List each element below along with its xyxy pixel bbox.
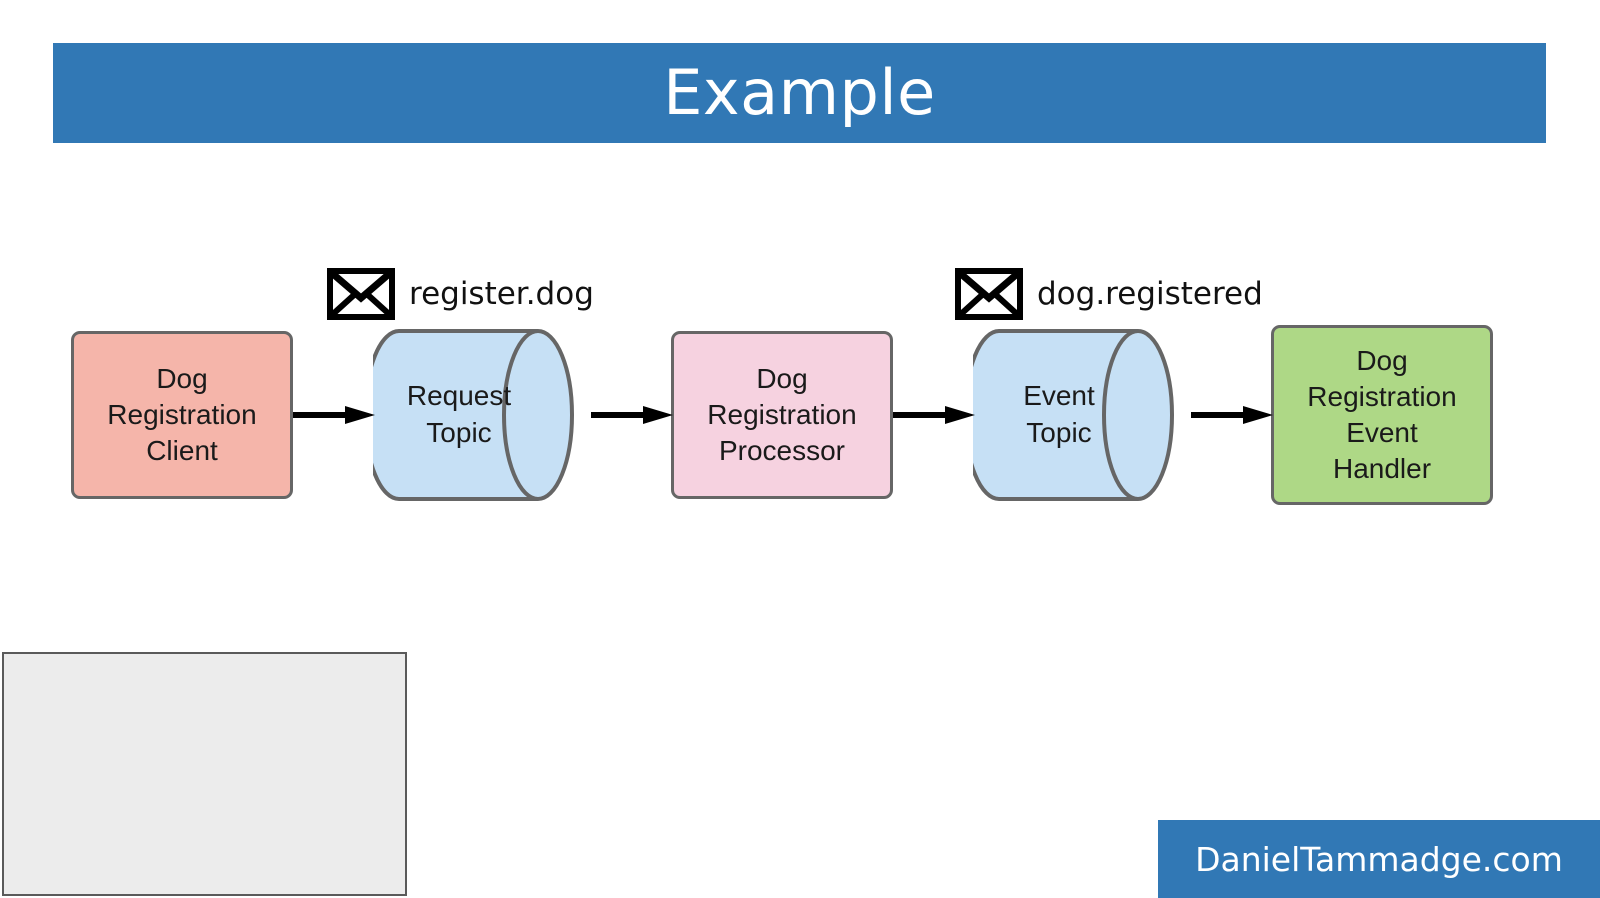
page-title: Example — [663, 56, 936, 129]
node-label-line: Event — [1023, 380, 1095, 412]
diagram-node-event-handler[interactable]: Dog Registration Event Handler — [1271, 325, 1493, 505]
message-dog-registered: dog.registered — [955, 268, 1263, 320]
node-label: Request Topic — [385, 327, 533, 503]
diagram-node-processor[interactable]: Dog Registration Processor — [671, 331, 893, 499]
arrow-processor-to-event-topic — [893, 404, 975, 426]
arrow-event-topic-to-event-handler — [1191, 404, 1273, 426]
arrow-icon — [293, 406, 375, 424]
envelope-icon — [955, 268, 1023, 320]
arrow-icon — [591, 406, 673, 424]
node-label-line: Registration — [107, 399, 257, 431]
node-label-line: Topic — [1026, 417, 1092, 448]
cylinder-shape — [973, 329, 1174, 501]
arrow-request-topic-to-processor — [591, 404, 673, 426]
node-label-line: Registration — [707, 399, 857, 431]
node-label-line: Handler — [1332, 452, 1432, 484]
slide-title-banner: Example — [53, 43, 1546, 143]
arrow-client-to-request-topic — [293, 404, 375, 426]
arrow-icon — [893, 406, 975, 424]
message-label: dog.registered — [1037, 275, 1263, 312]
content-placeholder-box[interactable] — [2, 652, 407, 896]
message-register-dog: register.dog — [327, 268, 594, 320]
node-label-line: Client — [146, 434, 218, 466]
node-label-line: Event — [1346, 417, 1418, 448]
node-label-line: Dog — [156, 363, 208, 395]
footer-brand-label: DanielTammadge.com — [1195, 839, 1563, 879]
diagram-node-client[interactable]: Dog Registration Client — [71, 331, 293, 499]
diagram-node-request-topic[interactable]: Request Topic — [373, 327, 591, 503]
node-label-line: Dog — [1356, 345, 1408, 377]
node-label-line: Registration — [1307, 381, 1457, 413]
node-label: Dog Registration Client — [107, 361, 256, 468]
message-label: register.dog — [409, 275, 594, 312]
node-label-line: Topic — [426, 417, 492, 448]
node-label-line: Dog — [756, 363, 808, 395]
envelope-glyph — [955, 268, 1023, 320]
arrow-icon — [1191, 406, 1273, 424]
node-label: Event Topic — [985, 327, 1133, 503]
node-label-line: Request — [406, 380, 512, 412]
node-label: Dog Registration Event Handler — [1307, 343, 1456, 486]
cylinder-shape — [373, 329, 574, 501]
node-label-line: Processor — [718, 434, 846, 466]
diagram-node-event-topic[interactable]: Event Topic — [973, 327, 1191, 503]
node-label: Dog Registration Processor — [707, 361, 856, 468]
envelope-glyph — [327, 268, 395, 320]
footer-brand-badge[interactable]: DanielTammadge.com — [1158, 820, 1600, 898]
envelope-icon — [327, 268, 395, 320]
